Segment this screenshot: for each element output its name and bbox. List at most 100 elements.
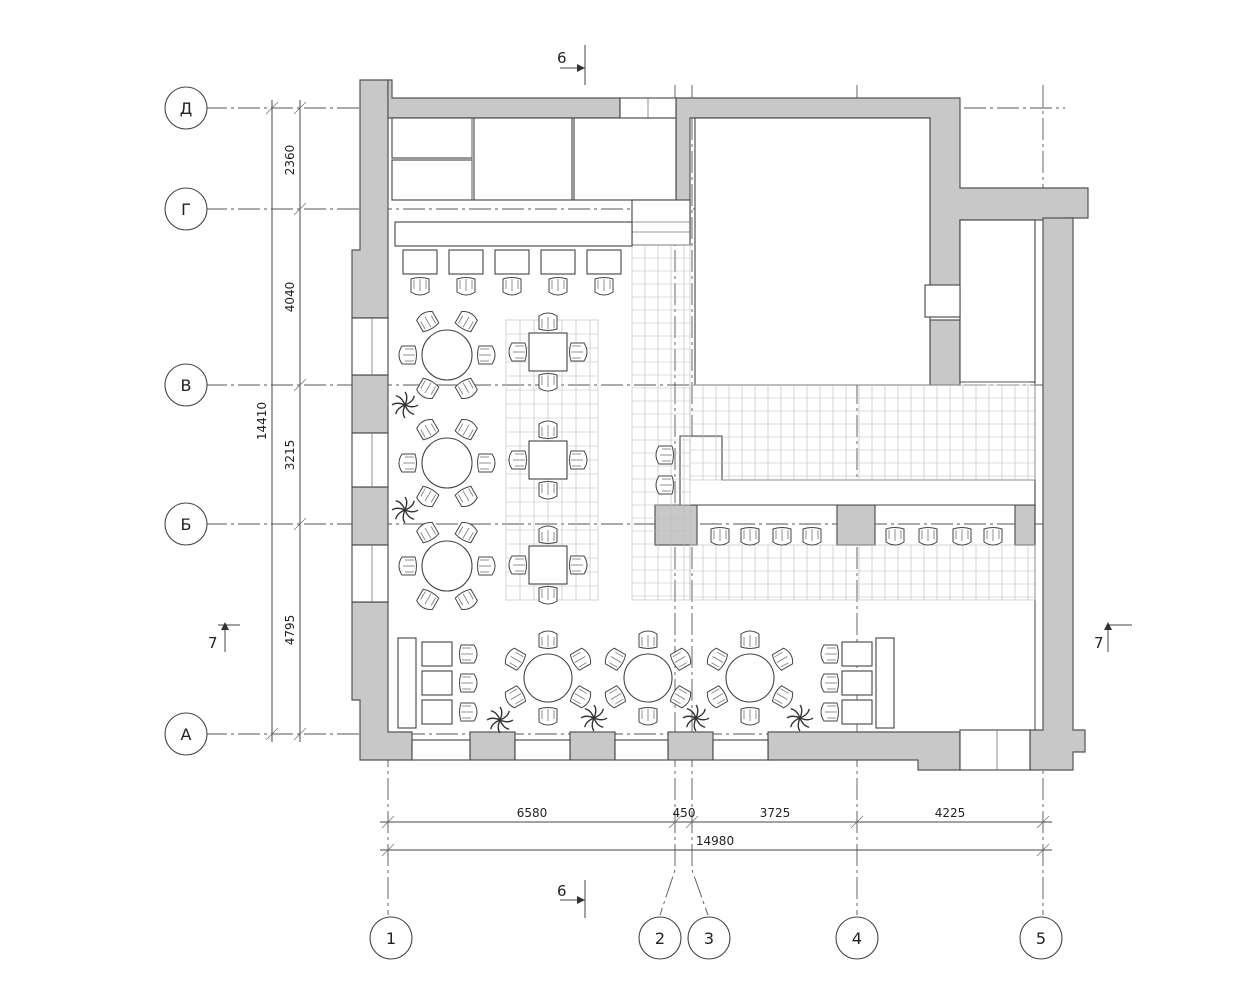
room-storage-3 — [473, 117, 573, 201]
booth-table — [421, 699, 453, 725]
small-table — [586, 249, 622, 275]
axis-label-b: Б — [181, 515, 192, 534]
chair — [655, 445, 674, 465]
booth-bench — [875, 637, 895, 729]
dim-d-g: 2360 — [283, 145, 297, 176]
chair — [569, 342, 588, 362]
axis-label-a: А — [181, 725, 192, 744]
chair — [740, 630, 760, 649]
chair — [398, 345, 417, 365]
tiled-floor-bar-front — [689, 544, 1036, 601]
chair — [416, 485, 440, 507]
tiled-floor-bar-back — [689, 384, 1036, 481]
booth-bench — [397, 637, 417, 729]
round-table-group-1 — [398, 311, 496, 399]
wall-bottom-pier-1 — [469, 731, 516, 761]
wall-inner-pier — [929, 319, 961, 386]
chair — [398, 453, 417, 473]
round-table-group-2 — [398, 419, 496, 507]
dim-1-2: 6580 — [517, 806, 548, 820]
chair — [454, 485, 478, 507]
plant-1 — [391, 391, 419, 419]
chair — [548, 277, 568, 296]
chair — [538, 586, 558, 605]
chair — [569, 450, 588, 470]
small-table — [402, 249, 438, 275]
chair — [416, 377, 440, 399]
chair — [502, 277, 522, 296]
axis-bubbles-cols: 1 2 3 4 5 — [369, 916, 1063, 960]
section-label-right: 7 — [1094, 634, 1104, 652]
door-bottom-right — [959, 729, 1031, 771]
room-storage-4 — [573, 117, 677, 201]
room-storage-2 — [391, 159, 473, 201]
axis-label-4: 4 — [852, 929, 862, 948]
round-table — [421, 540, 473, 592]
dim-2-3: 450 — [673, 806, 696, 820]
section-mark-left: 7 — [208, 622, 240, 652]
wall-pier-2 — [351, 486, 389, 546]
section-label-bottom: 6 — [557, 882, 567, 900]
chair — [538, 630, 558, 649]
axis-label-5: 5 — [1036, 929, 1046, 948]
chair — [952, 527, 972, 546]
chair — [504, 685, 527, 709]
dim-total-vertical: 14410 — [255, 402, 269, 440]
column-1 — [654, 504, 698, 546]
axis-label-3: 3 — [704, 929, 714, 948]
stairs — [631, 199, 691, 246]
axis-bubbles-rows: Д Г В Б А — [164, 86, 208, 756]
chair — [918, 527, 938, 546]
window-bottom-3 — [614, 739, 669, 761]
chair — [594, 277, 614, 296]
axis-label-1: 1 — [386, 929, 396, 948]
dim-4-5: 4225 — [935, 806, 966, 820]
square-table-group-2 — [508, 420, 588, 500]
dim-g-v: 4040 — [283, 282, 297, 313]
chair — [569, 685, 592, 709]
axis-bubble-4 — [835, 916, 879, 960]
round-table-group-4 — [504, 630, 592, 726]
dim-v-b: 3215 — [283, 440, 297, 471]
chair — [508, 342, 527, 362]
chair — [459, 644, 478, 664]
dimensions-horizontal: 6580 450 3725 4225 14980 — [380, 806, 1052, 857]
booth-table — [421, 670, 453, 696]
chair — [416, 419, 440, 441]
chair — [459, 702, 478, 722]
round-table — [421, 437, 473, 489]
axis-bubble-5 — [1019, 916, 1063, 960]
axis-label-g: Г — [181, 200, 191, 219]
chair — [820, 702, 839, 722]
banquette-seat — [394, 221, 633, 247]
chair — [669, 647, 692, 671]
window-left-3 — [351, 544, 389, 603]
dim-total-horizontal: 14980 — [696, 834, 734, 848]
chair — [771, 647, 794, 671]
chair — [604, 647, 627, 671]
bar-counter — [679, 435, 1036, 506]
column-3 — [1014, 504, 1036, 546]
chair — [477, 345, 496, 365]
chair — [820, 644, 839, 664]
section-marks: 6 6 7 7 — [208, 45, 1132, 918]
room-utility — [959, 219, 1036, 383]
chair — [416, 588, 440, 610]
door-utility — [924, 284, 961, 318]
chair — [669, 685, 692, 709]
chair — [454, 377, 478, 399]
window-left-2 — [351, 432, 389, 488]
axis-label-v: В — [181, 376, 192, 395]
axis-bubble-b — [164, 502, 208, 546]
chair — [459, 673, 478, 693]
chair — [508, 450, 527, 470]
banquette-top — [394, 221, 633, 296]
chair — [454, 311, 478, 333]
wall-pier-1 — [351, 374, 389, 434]
window-left-1 — [351, 317, 389, 376]
wall-bottom-right — [767, 731, 961, 771]
chair — [454, 419, 478, 441]
plant-4 — [580, 704, 608, 732]
plant-3 — [486, 706, 514, 734]
axis-bubble-2 — [638, 916, 682, 960]
